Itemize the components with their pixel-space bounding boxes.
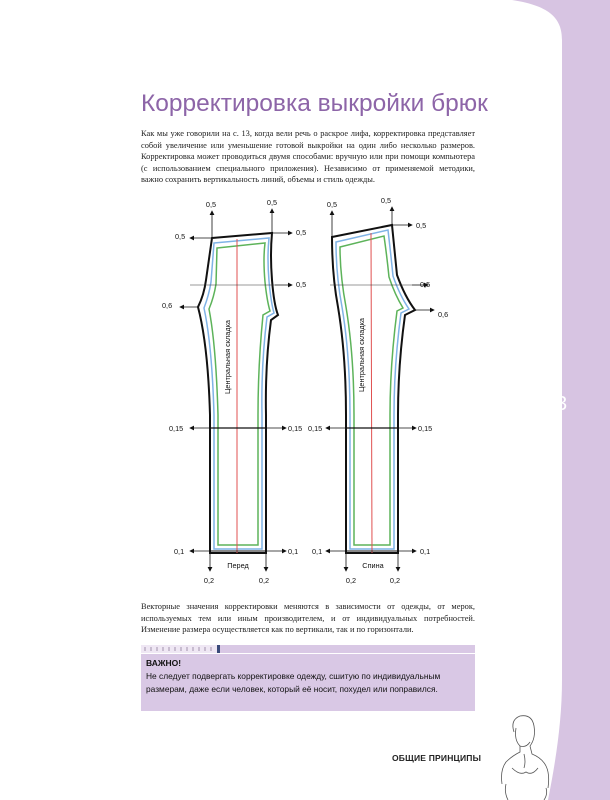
front-knee-left-value: 0,15: [169, 424, 183, 433]
front-piece-label: Перед: [227, 561, 249, 570]
back-crease-label: Центральная складка: [357, 317, 366, 392]
decorative-ruler: [141, 645, 475, 653]
important-title: ВАЖНО!: [146, 658, 182, 668]
front-waist-right-value: 0,5: [296, 228, 306, 237]
intro-paragraph: Как мы уже говорили на с. 13, когда вели…: [141, 129, 475, 185]
back-waist-right-value: 0,5: [416, 221, 426, 230]
front-waist-left-value: 0,5: [175, 232, 185, 241]
back-hip-right-value: 0,5: [420, 280, 430, 289]
back-knee-right-value: 0,15: [418, 424, 432, 433]
side-band: [512, 0, 610, 800]
front-bottom-right-value: 0,2: [259, 576, 269, 585]
back-bottom-right-value: 0,2: [390, 576, 400, 585]
front-hem-left-value: 0,1: [174, 547, 184, 556]
front-knee-right-value: 0,15: [288, 424, 302, 433]
front-piece: Центральная складка 0,5 0,5 0,5 0,5 0,5 …: [162, 198, 306, 585]
page-number: 33: [544, 393, 568, 415]
important-text: Не следует подвергать корректировке одеж…: [146, 671, 441, 694]
back-piece-label: Спина: [362, 561, 384, 570]
back-hem-right-value: 0,1: [420, 547, 430, 556]
front-hip-right-value: 0,5: [296, 280, 306, 289]
important-note: ВАЖНО! Не следует подвергать корректиров…: [141, 654, 475, 711]
front-crotch-left-value: 0,6: [162, 301, 172, 310]
back-crotch-right-value: 0,6: [438, 310, 448, 319]
back-piece: Центральная складка 0,5 0,5 0,5 0,5 0,6 …: [308, 196, 448, 585]
back-hem-left-value: 0,1: [312, 547, 322, 556]
front-top-right-value: 0,5: [267, 198, 277, 207]
front-crease-label: Центральная складка: [223, 319, 232, 394]
section-footer: ОБЩИЕ ПРИНЦИПЫ: [392, 753, 482, 763]
body-paragraph: Векторные значения корректировки меняютс…: [141, 602, 475, 635]
woman-sketch-illustration: [501, 715, 550, 800]
trouser-pattern-diagram: Центральная складка 0,5 0,5 0,5 0,5 0,5 …: [162, 196, 448, 585]
front-bottom-left-value: 0,2: [204, 576, 214, 585]
front-top-left-value: 0,5: [206, 200, 216, 209]
back-top-left-value: 0,5: [327, 200, 337, 209]
back-knee-left-value: 0,15: [308, 424, 322, 433]
page-title: Корректировка выкройки брюк: [141, 90, 488, 117]
back-top-right-value: 0,5: [381, 196, 391, 205]
front-hem-right-value: 0,1: [288, 547, 298, 556]
back-bottom-left-value: 0,2: [346, 576, 356, 585]
